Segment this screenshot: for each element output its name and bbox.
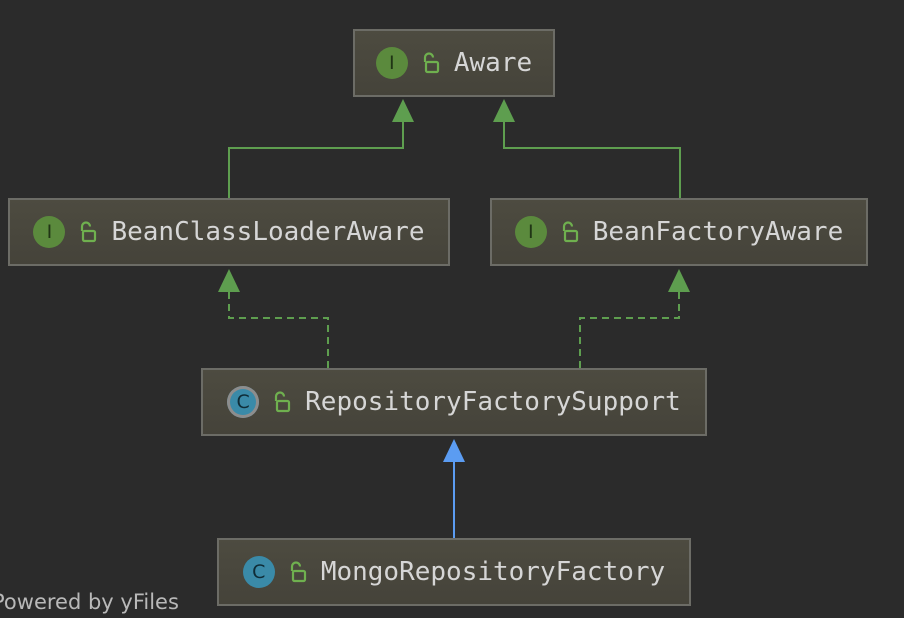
arrowhead-repositoryfactorysupport: [443, 439, 465, 462]
node-repositoryfactorysupport[interactable]: C RepositoryFactorySupport: [201, 368, 707, 436]
open-lock-icon: [81, 221, 97, 243]
node-aware[interactable]: I Aware: [353, 29, 555, 97]
open-lock-icon: [290, 561, 306, 583]
arrowhead-aware-left: [392, 99, 414, 122]
node-label: MongoRepositoryFactory: [320, 557, 666, 587]
arrowhead-beanclassloaderaware: [218, 269, 240, 292]
node-beanfactoryaware[interactable]: I BeanFactoryAware: [490, 198, 868, 266]
interface-badge-icon: I: [514, 216, 547, 248]
arrowhead-aware-right: [493, 99, 515, 122]
edge-repositoryfactorysupport-to-beanfactoryaware: [579, 290, 680, 368]
node-label: BeanFactoryAware: [592, 217, 844, 247]
node-beanclassloaderaware[interactable]: I BeanClassLoaderAware: [8, 198, 450, 266]
node-label: RepositoryFactorySupport: [305, 387, 681, 417]
open-lock-icon: [562, 221, 578, 243]
open-lock-icon: [275, 391, 291, 413]
interface-badge-icon: I: [375, 47, 408, 79]
arrowhead-beanfactoryaware: [668, 269, 690, 292]
interface-badge-icon: I: [33, 216, 66, 248]
node-mongorepositoryfactory[interactable]: C MongoRepositoryFactory: [217, 538, 691, 606]
open-lock-icon: [423, 52, 439, 74]
class-badge-icon: C: [242, 556, 275, 588]
node-label: Aware: [453, 48, 533, 78]
node-label: BeanClassLoaderAware: [111, 217, 425, 247]
edge-repositoryfactorysupport-to-beanclassloaderaware: [228, 290, 329, 368]
yfiles-watermark: Powered by yFiles: [0, 590, 179, 614]
edge-beanfactoryaware-to-aware: [503, 118, 681, 198]
abstract-class-badge-icon: C: [227, 386, 260, 418]
edge-beanclassloaderaware-to-aware: [228, 118, 404, 198]
